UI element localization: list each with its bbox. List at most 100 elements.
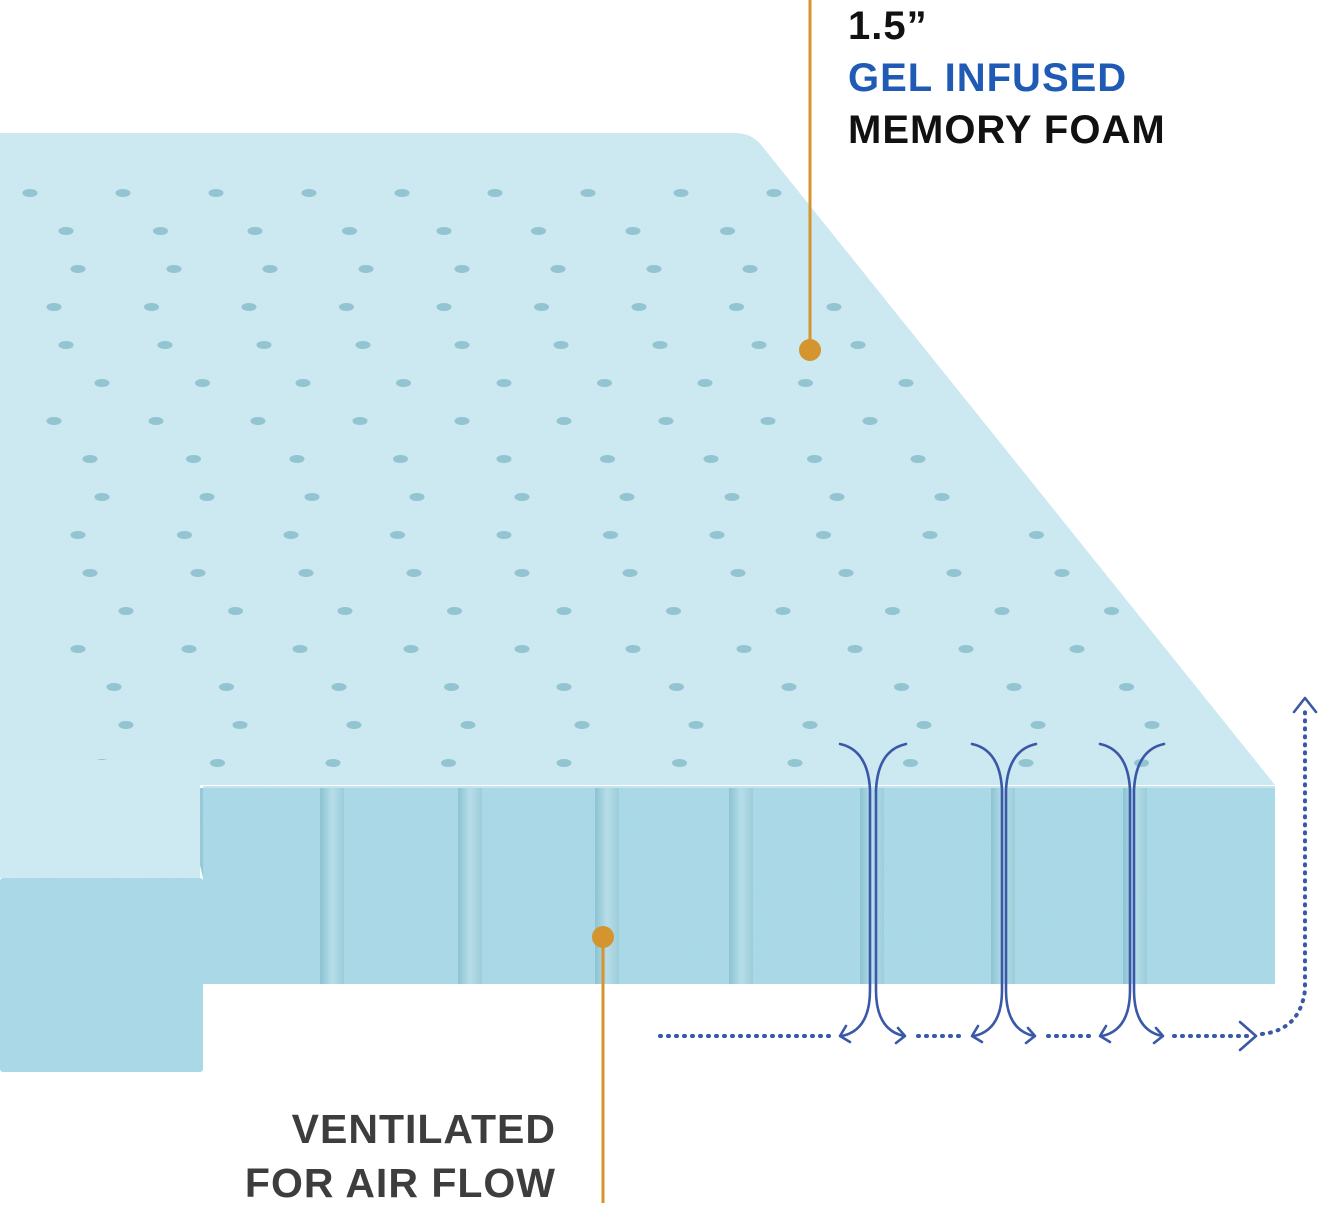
top-callout-marker (799, 0, 821, 361)
perforation-hole (283, 531, 299, 539)
perforation-hole (816, 531, 831, 539)
perforation-hole (862, 417, 878, 425)
perforation-hole (550, 265, 566, 273)
perforation-hole (514, 645, 530, 653)
perforation-hole (730, 569, 746, 577)
perforation-hole (625, 227, 641, 235)
perforation-hole (958, 645, 974, 653)
perforation-hole (600, 455, 615, 463)
perforation-hole (346, 721, 362, 729)
perforation-hole (144, 303, 159, 311)
perforation-hole (208, 189, 224, 197)
perforation-hole (631, 303, 647, 311)
perforation-hole (118, 721, 134, 729)
perforation-hole (829, 493, 845, 501)
perforation-hole (406, 569, 422, 577)
ventilation-grooves (320, 788, 1147, 984)
perforation-hole (295, 379, 311, 387)
perforation-hole (390, 531, 405, 539)
perforation-hole (195, 379, 210, 387)
perforation-hole (669, 683, 684, 691)
perforation-hole (298, 569, 314, 577)
perforation-hole (190, 569, 206, 577)
perforation-hole (409, 493, 425, 501)
perforation-hole (603, 531, 618, 539)
perforation-hole (106, 683, 122, 691)
perforation-hole (894, 683, 909, 691)
perforation-hole (496, 379, 512, 387)
perforation-hole (250, 417, 266, 425)
perforation-hole (922, 531, 938, 539)
perforation-hole (118, 607, 134, 615)
perforation-hole (262, 265, 278, 273)
memory-foam-text: MEMORY FOAM (848, 108, 1166, 152)
perforation-hole (729, 303, 744, 311)
perforation-hole (1069, 645, 1085, 653)
perforation-hole (70, 265, 86, 273)
perforation-hole (556, 683, 572, 691)
bottom-callout-marker (592, 926, 614, 1203)
perforation-hole (210, 759, 225, 767)
perforation-hole (441, 759, 456, 767)
perforation-hole (166, 265, 182, 273)
perforation-hole (1030, 721, 1046, 729)
perforation-hole (847, 645, 863, 653)
perforation-hole (228, 607, 243, 615)
perforation-hole (688, 721, 704, 729)
perforation-hole (256, 341, 272, 349)
perforation-hole (697, 379, 713, 387)
perforation-hole (994, 607, 1010, 615)
top-callout-label: 1.5” GEL INFUSED MEMORY FOAM (848, 0, 1166, 156)
perforation-hole (885, 607, 900, 615)
perforation-hole (115, 189, 131, 197)
perforation-hole (838, 569, 854, 577)
perforation-hole (1119, 683, 1134, 691)
perforation-hole (337, 607, 353, 615)
perforation-hole (534, 303, 549, 311)
perforation-hole (736, 645, 752, 653)
perforation-hole (94, 493, 110, 501)
perforation-hole (1006, 683, 1022, 691)
airflow-arrows-icon (658, 696, 1318, 1052)
perforation-hole (157, 341, 173, 349)
perforation-hole (1018, 759, 1034, 767)
perforation-hole (358, 265, 374, 273)
foam-top-surface (0, 133, 1275, 785)
perforation-hole (514, 569, 530, 577)
perforation-hole (742, 265, 758, 273)
perforation-hole (94, 379, 110, 387)
perforation-hole (289, 455, 305, 463)
perforation-hole (232, 721, 248, 729)
perforation-hole (70, 645, 86, 653)
perforation-hole (219, 683, 234, 691)
perforation-hole (352, 417, 368, 425)
perforation-hole (597, 379, 612, 387)
perforation-hole (153, 227, 168, 235)
perforation-hole (766, 189, 782, 197)
perforation-hole (301, 189, 317, 197)
perforation-hole (553, 341, 569, 349)
perforation-hole (720, 227, 735, 235)
perforation-hole (556, 417, 572, 425)
foam-cut-block (0, 760, 203, 1072)
perforation-hole (807, 455, 822, 463)
gel-infused-text: GEL INFUSED (848, 56, 1128, 100)
perforation-hole (46, 417, 62, 425)
perforation-hole (436, 227, 452, 235)
ventilated-text: VENTILATED (291, 1106, 556, 1152)
perforation-hole (241, 303, 257, 311)
perforation-hole (82, 455, 98, 463)
callout-dot-icon (799, 339, 821, 361)
perforation-hole (1104, 607, 1119, 615)
perforation-hole (916, 721, 932, 729)
perforation-hole (58, 227, 74, 235)
perforation-hole (751, 341, 767, 349)
perforation-hole (775, 607, 791, 615)
perforation-hole (403, 645, 419, 653)
air-flow-text: FOR AIR FLOW (244, 1160, 556, 1206)
perforation-hole (436, 303, 452, 311)
perforation-hole (331, 683, 347, 691)
perforation-hole (454, 341, 470, 349)
perforation-hole (946, 569, 962, 577)
